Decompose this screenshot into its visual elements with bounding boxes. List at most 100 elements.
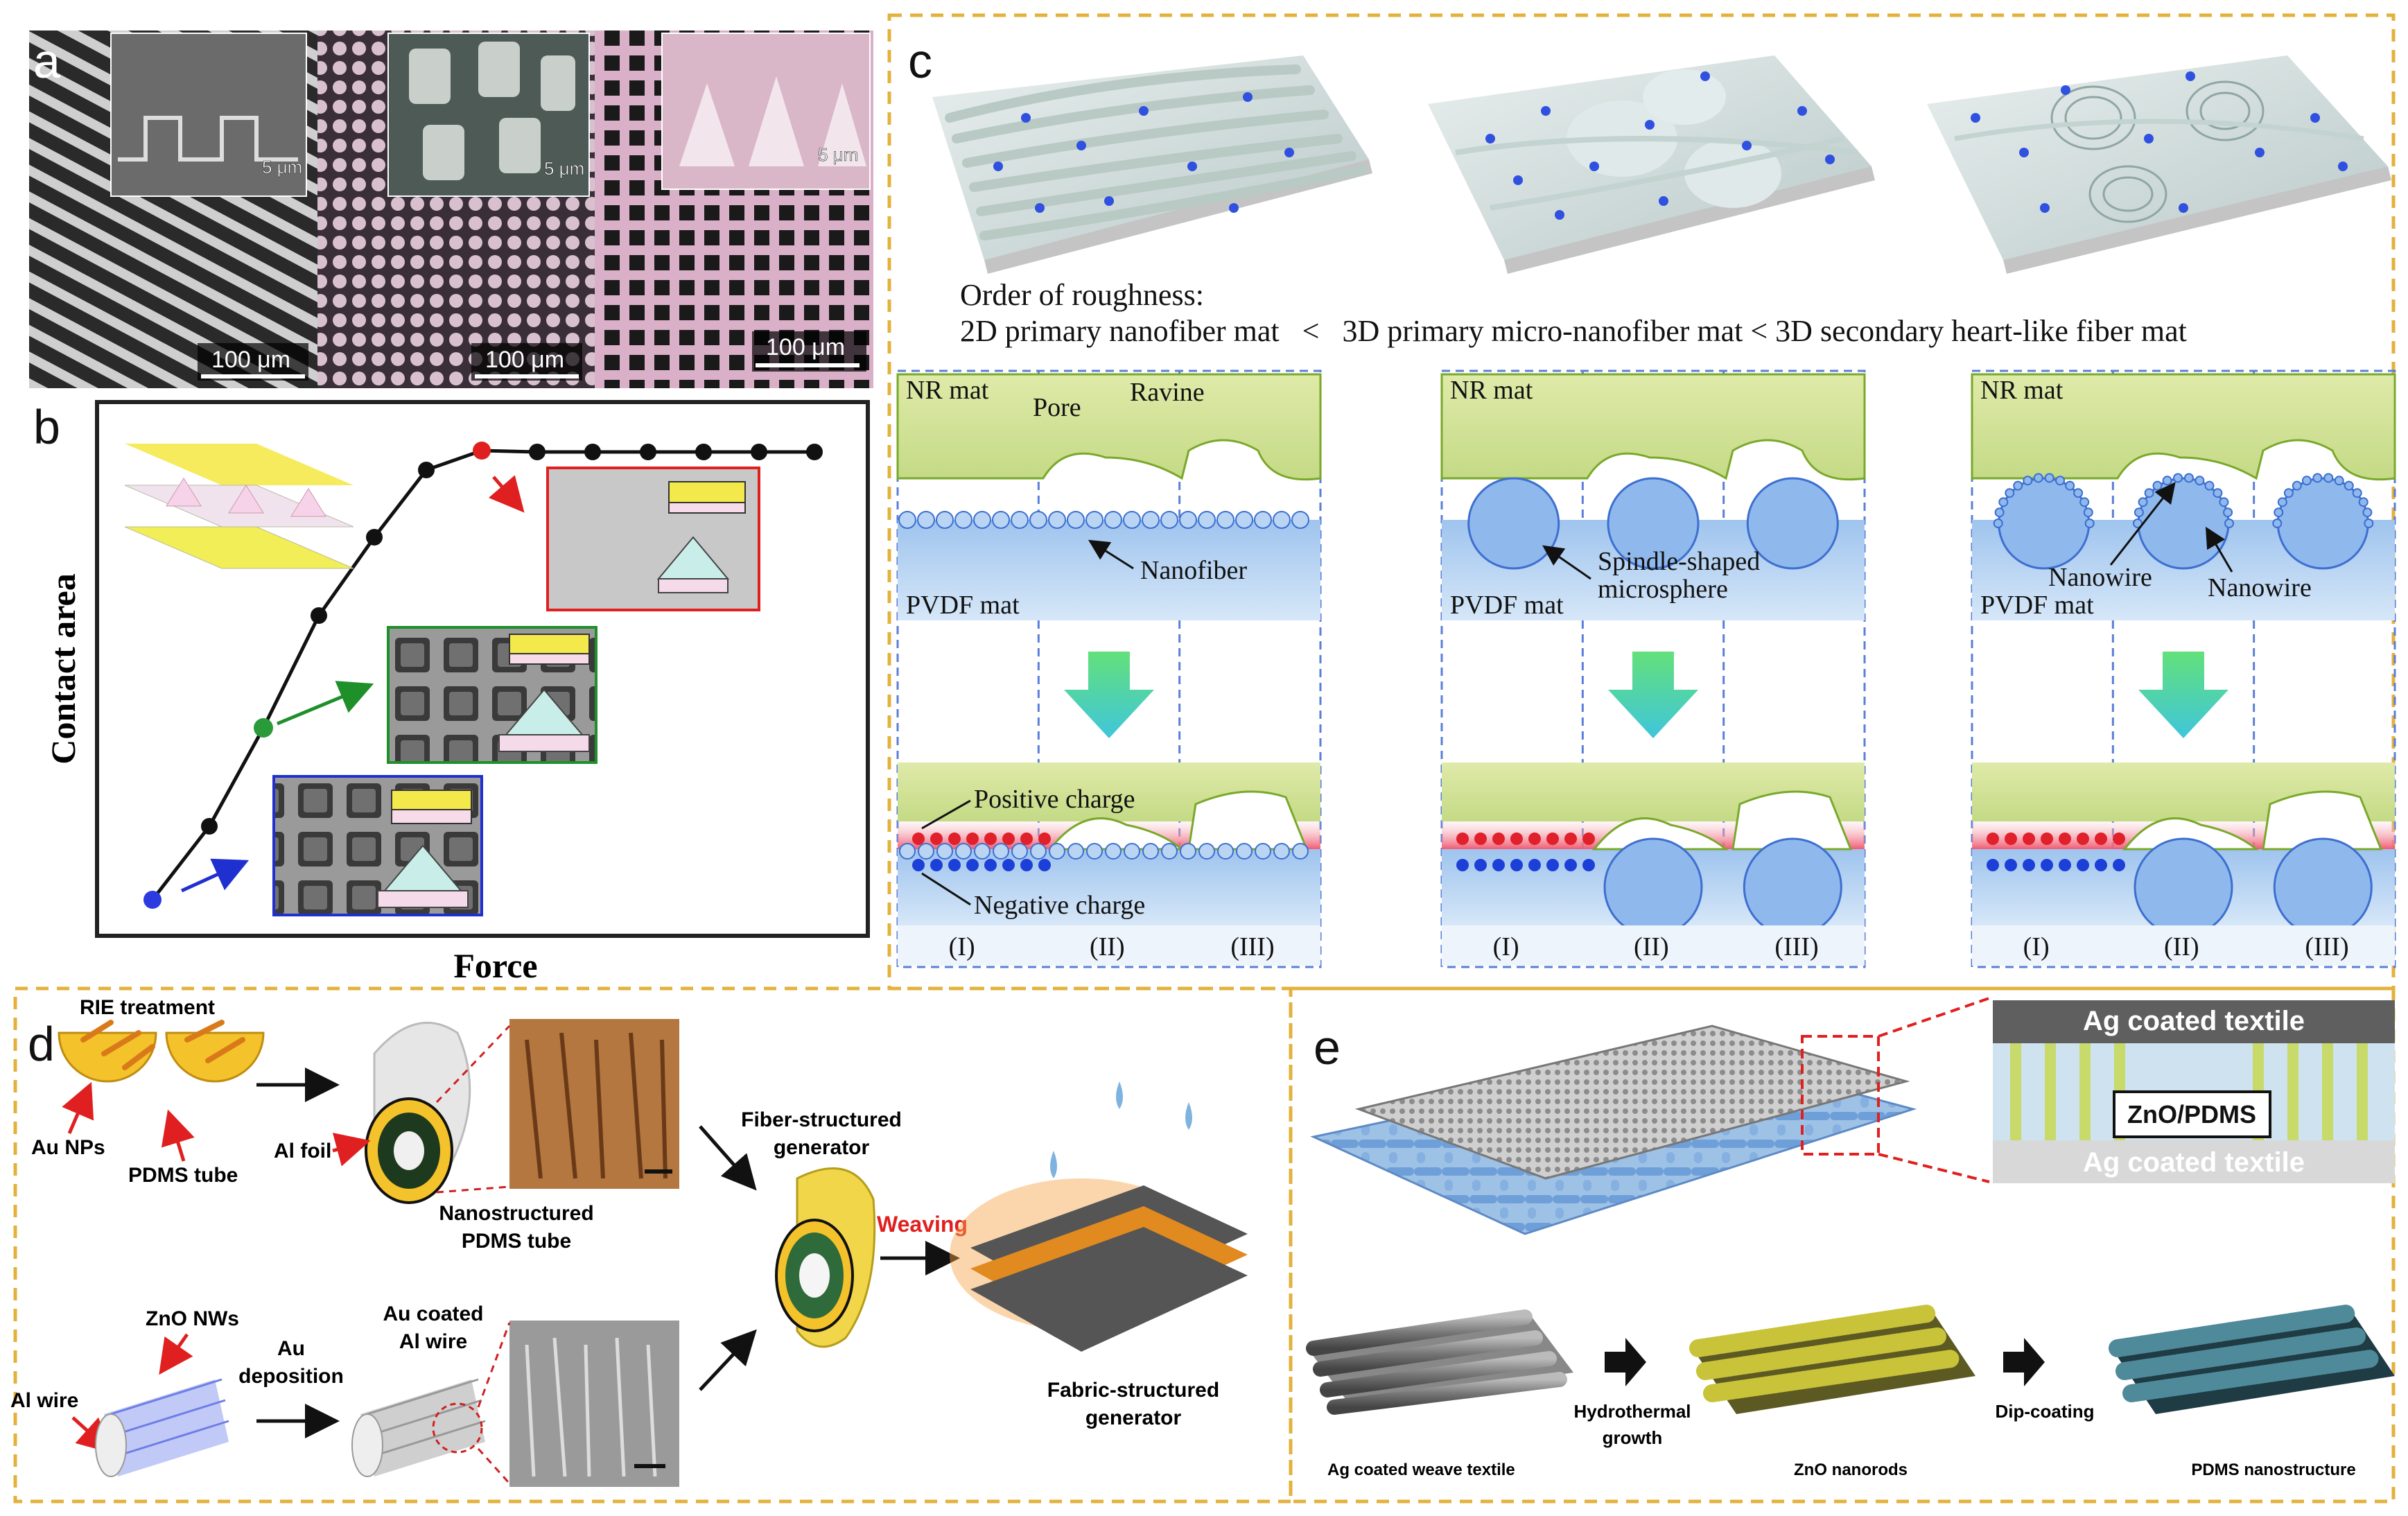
nano-pdms-line1: Nanostructured xyxy=(439,1202,593,1225)
weaving-label: Weaving xyxy=(877,1212,968,1237)
au-deposition-line1: Au xyxy=(277,1337,305,1360)
scale-bars: 100 μm 100 μm 100 μm xyxy=(198,331,866,381)
rods-zno xyxy=(1689,1305,1975,1414)
nr-mat xyxy=(1440,373,1866,481)
inset-high-force xyxy=(546,467,760,611)
panel-c: c Order of roughness: 2D primary nanofib… xyxy=(908,34,2391,348)
nr-mat xyxy=(896,373,1322,481)
curve-point xyxy=(143,891,162,909)
rods-plain xyxy=(1306,1309,1573,1415)
panel-b: b Contact area Force xyxy=(33,400,870,985)
contact-arrow xyxy=(1608,652,1698,738)
panel-b-label: b xyxy=(33,400,60,454)
diagram-frame xyxy=(1971,369,2396,968)
scale-bar-3: 100 μm xyxy=(766,334,845,360)
zno-pdms-cross-section: Ag coated textile ZnO/PDMS Ag coated tex… xyxy=(1993,1000,2395,1183)
diagram-label: Ravine xyxy=(1130,378,1205,407)
diagram-label: PVDF mat xyxy=(906,591,1020,620)
fabric-gen-line1: Fabric-structured xyxy=(1047,1379,1219,1402)
inset-mid-force xyxy=(387,626,597,764)
fabric-generator xyxy=(950,1081,1248,1352)
ag-textile-top: Ag coated textile xyxy=(2083,1006,2305,1036)
step-dip: Dip-coating xyxy=(1996,1401,2095,1422)
fabric-gen-line2: generator xyxy=(1085,1406,1182,1429)
zno-pdms-label: ZnO/PDMS xyxy=(2127,1100,2256,1129)
curve-point xyxy=(695,444,712,460)
diagram-label: (II) xyxy=(1634,932,1669,961)
x-axis-label: Force xyxy=(453,946,537,985)
step-arrow-1 xyxy=(1605,1338,1646,1386)
inset-scale-1: 5 μm xyxy=(262,157,302,177)
step-hydro-line1: Hydrothermal xyxy=(1573,1401,1691,1422)
diagram-label: (III) xyxy=(1230,932,1274,961)
curve-point xyxy=(254,718,273,738)
diagram-label: PVDF mat xyxy=(1450,591,1564,620)
diagram-frame xyxy=(1440,369,1866,968)
diagram-label: (I) xyxy=(1493,932,1519,961)
mat-3d-primary xyxy=(1428,55,1875,274)
mat-3d-secondary xyxy=(1927,55,2391,274)
curve-point xyxy=(418,462,435,478)
inset-scale-2: 5 μm xyxy=(544,158,584,179)
scale-bar-2: 100 μm xyxy=(485,347,564,373)
panel-e-label: e xyxy=(1314,1020,1341,1074)
rods-pdms xyxy=(2109,1305,2395,1414)
curve-points xyxy=(143,442,823,909)
diagram-label: microsphere xyxy=(1598,575,1728,604)
step-pdms: PDMS nanostructure xyxy=(2191,1461,2355,1479)
panel-e: e Ag coated textile ZnO/PDMS Ag coated t… xyxy=(1306,997,2395,1479)
diagram-label: Nanowire xyxy=(2208,573,2312,602)
curve-point xyxy=(584,444,601,460)
diagram-label: Nanofiber xyxy=(1140,556,1247,585)
curve-point xyxy=(473,442,491,460)
inset-scale-3: 5 μm xyxy=(818,144,858,165)
nano-pdms-line2: PDMS tube xyxy=(462,1230,571,1253)
contact-arrow xyxy=(2138,652,2228,738)
curve-point xyxy=(311,607,327,624)
diagram-label: Nanowire xyxy=(2048,563,2152,592)
fiber-gen-line2: generator xyxy=(774,1136,870,1159)
inset-low-force xyxy=(272,775,483,916)
diagram-label: PVDF mat xyxy=(1980,591,2094,620)
diagram-label: (I) xyxy=(949,932,975,961)
al-foil-label: Al foil xyxy=(274,1140,331,1162)
panel-a: a 5 μm 5 μm 5 μm 100 μm 100 μm 100 μm xyxy=(29,31,873,388)
scale-bar-1: 100 μm xyxy=(211,347,290,373)
step-hydro-line2: growth xyxy=(1603,1427,1663,1448)
panel-a-label: a xyxy=(33,34,60,88)
diagram-label: Negative charge xyxy=(974,891,1145,920)
diagram-label: Spindle-shaped xyxy=(1598,547,1760,576)
diagram-label: (II) xyxy=(1090,932,1125,961)
diagram-label: NR mat xyxy=(1450,376,1533,405)
step-textile: Ag coated weave textile xyxy=(1327,1461,1515,1479)
curve-point xyxy=(640,444,656,460)
zno-nws-label: ZnO NWs xyxy=(146,1307,239,1330)
step-zno: ZnO nanorods xyxy=(1794,1461,1908,1479)
diagram-label: NR mat xyxy=(906,376,989,405)
textile-stack xyxy=(1310,1025,1917,1235)
panel-d: d RIE treatment Au NPs PDMS tube Al foil… xyxy=(10,996,1248,1487)
pvdf-mat xyxy=(898,520,1320,620)
step-arrow-2 xyxy=(2003,1338,2045,1386)
diagram-label: (II) xyxy=(2164,932,2199,961)
zno-wire xyxy=(95,1378,229,1477)
ag-textile-bottom: Ag coated textile xyxy=(2083,1147,2305,1178)
curve-point xyxy=(366,529,383,546)
au-coated-line1: Au coated xyxy=(383,1302,483,1325)
rie-tube xyxy=(58,1020,265,1083)
roughness-title: Order of roughness: xyxy=(960,278,1204,312)
y-axis-label: Contact area xyxy=(44,573,82,764)
diagram-label: (III) xyxy=(2305,932,2348,961)
diagram-frame xyxy=(896,369,1322,968)
roughness-order: 2D primary nanofiber mat < 3D primary mi… xyxy=(960,314,2187,348)
curve-point xyxy=(201,818,218,835)
rie-label: RIE treatment xyxy=(80,996,215,1019)
contact-arrow xyxy=(1064,652,1154,738)
device-illustration xyxy=(124,444,354,569)
curve-point xyxy=(806,444,823,460)
